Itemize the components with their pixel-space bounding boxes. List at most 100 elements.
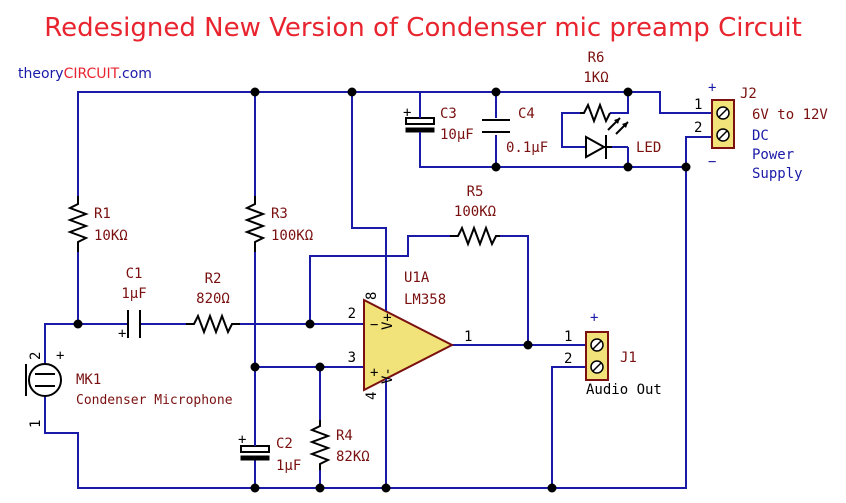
c3-value: 10μF xyxy=(440,127,474,143)
schematic-title: Redesigned New Version of Condenser mic … xyxy=(44,13,802,43)
capacitor-c2: + C2 1μF xyxy=(238,432,301,474)
connector-j2: 1 2 + − J2 6V to 12V DC Power Supply xyxy=(690,80,828,182)
j2-minus-marker: − xyxy=(708,154,716,170)
wire-r6-branch xyxy=(610,92,629,114)
junction-dot xyxy=(315,362,325,372)
j1-pin2: 2 xyxy=(564,351,572,367)
connector-j1: 1 2 + J1 Audio Out xyxy=(564,310,662,398)
c4-value: 0.1μF xyxy=(506,140,548,156)
junction-dot xyxy=(250,483,260,493)
opamp-pin-noninv: 3 xyxy=(348,350,356,366)
mic-pin2: 2 xyxy=(28,352,44,360)
resistor-r6: R6 1KΩ xyxy=(580,50,611,124)
junction-dot xyxy=(305,319,315,329)
junction-dot xyxy=(250,87,260,97)
wire-j2-pin2 xyxy=(685,136,704,167)
wire-vplus xyxy=(351,92,387,290)
junction-dot xyxy=(681,162,691,172)
r4-ref: R4 xyxy=(336,428,353,444)
r4-value: 82KΩ xyxy=(336,449,370,465)
junction-dot xyxy=(315,483,325,493)
wire-j1-gnd xyxy=(551,366,578,488)
c2-plus-marker: + xyxy=(238,432,246,448)
j2-plus-marker: + xyxy=(708,80,716,96)
r6-ref: R6 xyxy=(588,50,605,66)
opamp-u1a: − + 2 3 1 8 4 V+ V- U1A LM358 xyxy=(348,270,472,400)
mic-ref: MK1 xyxy=(76,372,101,388)
r3-value: 100KΩ xyxy=(271,228,313,244)
junction-dot xyxy=(623,162,633,172)
junction-dot xyxy=(623,87,633,97)
j2-desc-line3: Power xyxy=(752,147,794,163)
r3-ref: R3 xyxy=(271,206,288,222)
wire-mic-top xyxy=(44,323,78,346)
brand-logo: theoryCIRCUIT.com xyxy=(18,66,152,82)
wire-caps-bottom xyxy=(419,140,686,168)
c4-ref: C4 xyxy=(518,106,535,122)
junction-dot xyxy=(491,87,501,97)
j1-plus-marker: + xyxy=(590,310,598,326)
wire-feedback-right xyxy=(500,235,529,345)
c3-ref: C3 xyxy=(440,106,457,122)
resistor-r5: R5 100KΩ xyxy=(450,184,500,247)
r5-value: 100KΩ xyxy=(454,204,496,220)
junctions xyxy=(73,87,691,493)
opamp-minus-symbol: − xyxy=(370,317,378,333)
junction-dot xyxy=(73,319,83,329)
opamp-vplus-label: V+ xyxy=(380,313,396,330)
c1-value: 1μF xyxy=(121,286,146,302)
opamp-pin-vplus: 8 xyxy=(364,292,380,300)
brand-part-circuit: CIRCUIT xyxy=(64,66,120,82)
brand-part-com: .com xyxy=(118,66,152,82)
opamp-pin-inv: 2 xyxy=(348,306,356,322)
c3-plus-marker: + xyxy=(403,105,411,121)
mic-pin1: 1 xyxy=(28,420,44,428)
led-ref: LED xyxy=(636,140,661,156)
microphone-mk1: 2 1 + MK1 Condenser Microphone xyxy=(25,346,233,428)
resistor-r1: R1 10KΩ xyxy=(67,196,128,252)
j2-pin1: 1 xyxy=(694,97,702,113)
r1-value: 10KΩ xyxy=(94,228,128,244)
r2-ref: R2 xyxy=(205,271,222,287)
c2-ref: C2 xyxy=(276,436,293,452)
opamp-vminus-label: V- xyxy=(380,367,396,384)
c1-ref: C1 xyxy=(126,266,143,282)
junction-dot xyxy=(491,162,501,172)
junction-dot xyxy=(547,483,557,493)
r5-ref: R5 xyxy=(467,184,484,200)
junction-dot xyxy=(347,87,357,97)
j2-pin2: 2 xyxy=(694,120,702,136)
j2-ref: J2 xyxy=(740,86,757,102)
capacitor-c1: C1 1μF + xyxy=(118,266,147,342)
r6-value: 1KΩ xyxy=(583,70,608,86)
r2-value: 820Ω xyxy=(196,291,230,307)
opamp-pin-vminus: 4 xyxy=(364,392,380,400)
wire-feedback-left xyxy=(309,235,450,324)
brand-part-theory: theory xyxy=(18,66,64,82)
led-d1: LED xyxy=(585,117,661,159)
opamp-pin-out: 1 xyxy=(464,329,472,345)
wire-r6-left xyxy=(561,112,586,148)
junction-dot xyxy=(381,483,391,493)
j2-desc-line1: 6V to 12V xyxy=(752,107,828,123)
opamp-value: LM358 xyxy=(404,292,446,308)
resistor-r3: R3 100KΩ xyxy=(244,196,313,252)
wires xyxy=(44,91,704,489)
opamp-ref: U1A xyxy=(404,270,430,286)
j2-desc-line4: Supply xyxy=(752,166,803,182)
mic-value: Condenser Microphone xyxy=(76,393,233,408)
resistor-r2: R2 820Ω xyxy=(186,271,240,335)
capacitor-c3: + C3 10μF xyxy=(403,105,474,143)
junction-dot xyxy=(523,340,533,350)
r1-ref: R1 xyxy=(94,206,111,222)
wire-ground-rail xyxy=(44,167,687,489)
j2-desc-line2: DC xyxy=(752,128,769,144)
mic-plus-marker: + xyxy=(56,348,64,364)
capacitor-c4: C4 0.1μF xyxy=(482,106,548,156)
wire-top-rail xyxy=(77,91,690,196)
j1-pin1: 1 xyxy=(564,329,572,345)
j1-ref: J1 xyxy=(620,350,637,366)
opamp-plus-symbol: + xyxy=(370,365,378,381)
c2-value: 1μF xyxy=(276,458,301,474)
